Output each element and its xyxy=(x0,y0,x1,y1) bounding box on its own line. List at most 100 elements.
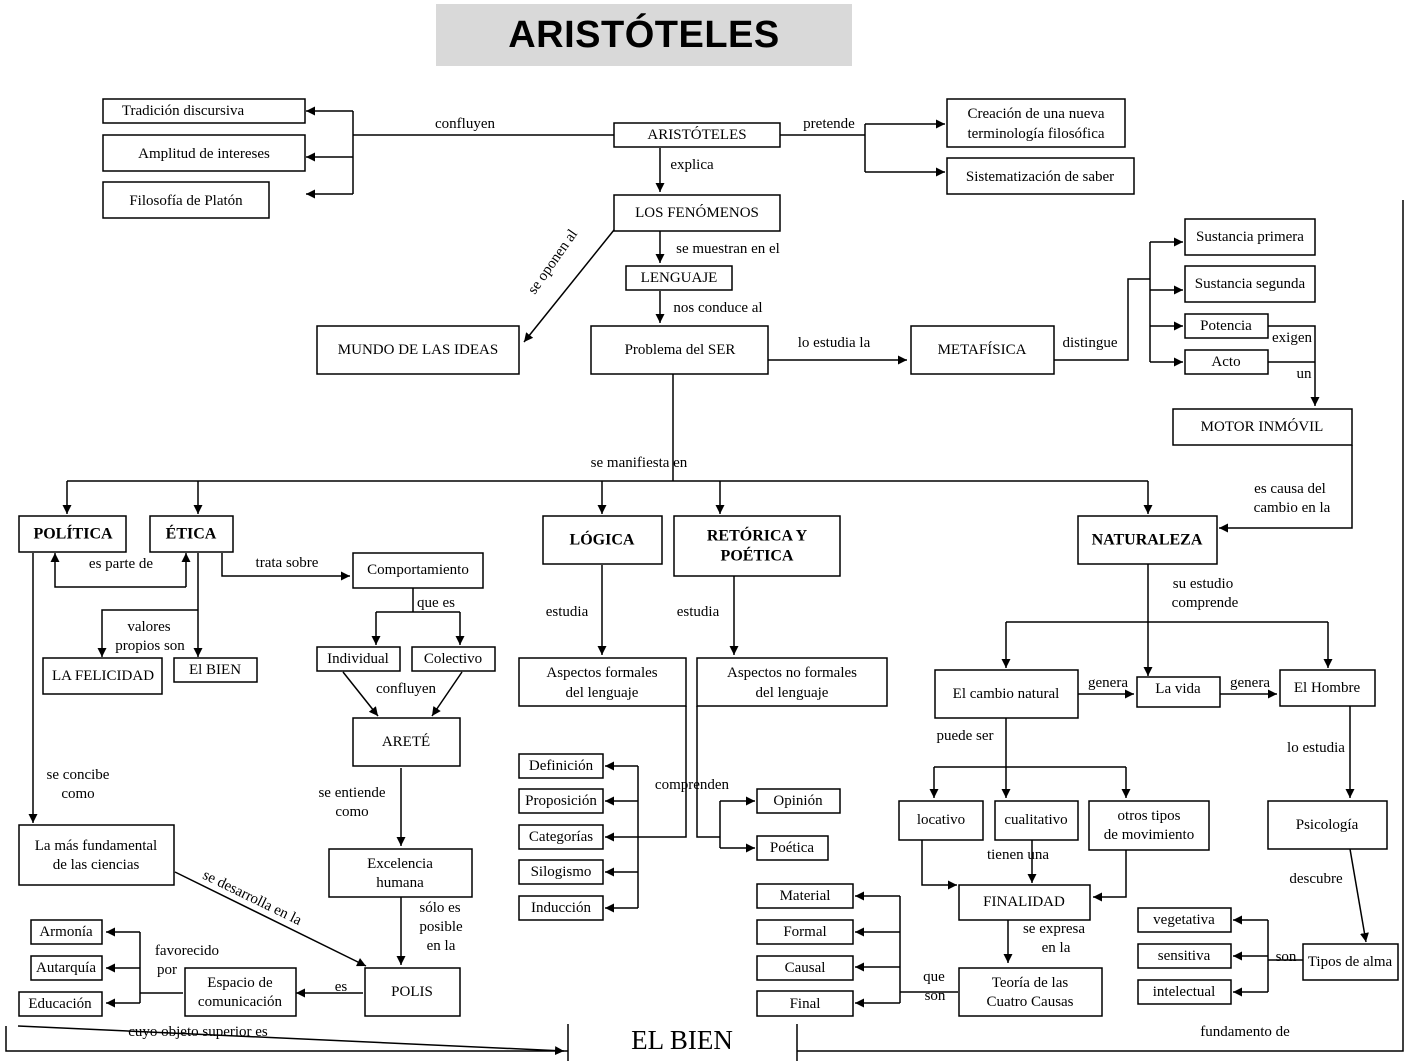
label-genera2: genera xyxy=(1230,675,1270,691)
svg-text:sensitiva: sensitiva xyxy=(1158,948,1211,964)
node-metafisica: METAFÍSICA xyxy=(910,325,1055,375)
svg-text:Acto: Acto xyxy=(1211,354,1240,370)
label-solo-posible-1: sólo es xyxy=(419,900,460,916)
conn-locativo-finalidad xyxy=(921,840,957,890)
svg-text:Proposición: Proposición xyxy=(525,793,597,809)
svg-text:LOS FENÓMENOS: LOS FENÓMENOS xyxy=(635,204,759,221)
svg-text:del lenguaje: del lenguaje xyxy=(566,685,639,701)
label-tienen-una: tienen una xyxy=(987,847,1049,863)
label-comprenden: comprenden xyxy=(655,777,730,793)
svg-text:Psicología: Psicología xyxy=(1296,817,1359,833)
svg-text:METAFÍSICA: METAFÍSICA xyxy=(938,341,1027,358)
node-categorias: Categorías xyxy=(518,824,604,850)
node-proposicion: Proposición xyxy=(518,788,604,814)
node-colectivo: Colectivo xyxy=(411,646,496,672)
node-hombre: El Hombre xyxy=(1279,669,1376,707)
label-son: son xyxy=(1276,949,1297,965)
node-armonia: Armonía xyxy=(30,919,103,945)
svg-text:otros tipos: otros tipos xyxy=(1118,808,1181,824)
node-cualitativo: cualitativo xyxy=(994,800,1079,841)
node-ideas: MUNDO DE LAS IDEAS xyxy=(316,325,520,375)
label-su-estudio-2: comprende xyxy=(1172,595,1239,611)
label-que-son-2: son xyxy=(925,988,946,1004)
svg-text:comunicación: comunicación xyxy=(198,994,283,1010)
node-etica: ÉTICA xyxy=(149,515,234,553)
label-fundamento: fundamento de xyxy=(1200,1024,1290,1040)
node-felicidad: LA FELICIDAD xyxy=(42,657,163,695)
node-aristoteles: ARISTÓTELES xyxy=(613,122,781,148)
svg-text:de movimiento: de movimiento xyxy=(1104,827,1194,843)
svg-text:Final: Final xyxy=(790,996,821,1012)
svg-text:POLIS: POLIS xyxy=(391,984,433,1000)
svg-text:Inducción: Inducción xyxy=(531,900,591,916)
conn-no-formales-down xyxy=(696,706,720,838)
node-acto: Acto xyxy=(1184,349,1269,375)
node-causal: Causal xyxy=(756,955,854,981)
svg-text:Comportamiento: Comportamiento xyxy=(367,562,469,578)
svg-text:RETÓRICA Y: RETÓRICA Y xyxy=(707,526,808,545)
svg-text:Educación: Educación xyxy=(28,996,92,1012)
svg-text:Silogismo: Silogismo xyxy=(531,864,592,880)
node-final: Final xyxy=(756,990,854,1017)
conn-exigen xyxy=(1268,325,1320,406)
label-lo-estudia-la: lo estudia la xyxy=(798,335,871,351)
conn-es-parte-de-b xyxy=(50,553,186,588)
label-estudia-logica: estudia xyxy=(546,604,589,620)
label-se-entiende-2: como xyxy=(335,804,368,820)
nodes: Tradición discursiva Amplitud de interes… xyxy=(18,98,1399,1017)
svg-text:Potencia: Potencia xyxy=(1200,318,1252,334)
svg-text:Tradición discursiva: Tradición discursiva xyxy=(122,103,245,119)
node-potencia: Potencia xyxy=(1184,313,1269,339)
footer-el-bien: EL BIEN xyxy=(631,1025,733,1055)
node-silogismo: Silogismo xyxy=(518,859,604,885)
node-sistematizacion: Sistematización de saber xyxy=(946,157,1135,195)
conn-individual-arete xyxy=(342,671,379,717)
label-puede-ser: puede ser xyxy=(936,728,993,744)
node-cambio: El cambio natural xyxy=(934,669,1079,719)
label-se-expresa-2: en la xyxy=(1042,940,1071,956)
label-un: un xyxy=(1297,366,1313,382)
svg-text:LA FELICIDAD: LA FELICIDAD xyxy=(52,668,154,684)
conn-bottom-right xyxy=(797,200,1404,1052)
label-solo-posible-3: en la xyxy=(427,938,456,954)
svg-text:LENGUAJE: LENGUAJE xyxy=(641,270,718,286)
svg-text:Amplitud de intereses: Amplitud de intereses xyxy=(138,146,270,162)
node-platon: Filosofía de Platón xyxy=(102,181,270,219)
node-ser: Problema del SER xyxy=(590,325,769,375)
label-descubre: descubre xyxy=(1289,871,1343,887)
svg-text:Aspectos no formales: Aspectos no formales xyxy=(727,665,857,681)
label-valores-2: propios son xyxy=(115,638,185,654)
label-es: es xyxy=(335,979,348,995)
label-cuyo-objeto: cuyo objeto superior es xyxy=(128,1024,268,1040)
conn-otros-finalidad xyxy=(1093,850,1127,902)
node-individual: Individual xyxy=(316,646,401,672)
label-se-entiende-1: se entiende xyxy=(318,785,385,801)
label-confluyen2: confluyen xyxy=(376,681,436,697)
svg-text:Categorías: Categorías xyxy=(529,829,593,845)
label-valores-1: valores xyxy=(127,619,170,635)
svg-text:POÉTICA: POÉTICA xyxy=(721,546,794,565)
node-sust-segunda: Sustancia segunda xyxy=(1184,265,1316,303)
label-se-oponen: se oponen al xyxy=(525,227,581,298)
node-fenomenos: LOS FENÓMENOS xyxy=(613,194,781,232)
label-se-muestran: se muestran en el xyxy=(676,241,780,257)
node-amplitud: Amplitud de intereses xyxy=(102,134,306,172)
conn-trata-sobre xyxy=(221,553,350,581)
label-favorecido-2: por xyxy=(157,962,177,978)
node-bien-etica: El BIEN xyxy=(173,657,258,683)
label-estudia-retorica: estudia xyxy=(677,604,720,620)
label-explica: explica xyxy=(670,157,714,173)
svg-text:EL BIEN: EL BIEN xyxy=(631,1025,733,1055)
node-finalidad: FINALIDAD xyxy=(958,884,1091,921)
label-se-manifiesta: se manifiesta en xyxy=(591,455,688,471)
node-polis: POLIS xyxy=(364,967,461,1017)
label-solo-posible-2: posible xyxy=(419,919,463,935)
svg-text:Problema del SER: Problema del SER xyxy=(625,342,736,358)
label-que-es: que es xyxy=(417,595,455,611)
